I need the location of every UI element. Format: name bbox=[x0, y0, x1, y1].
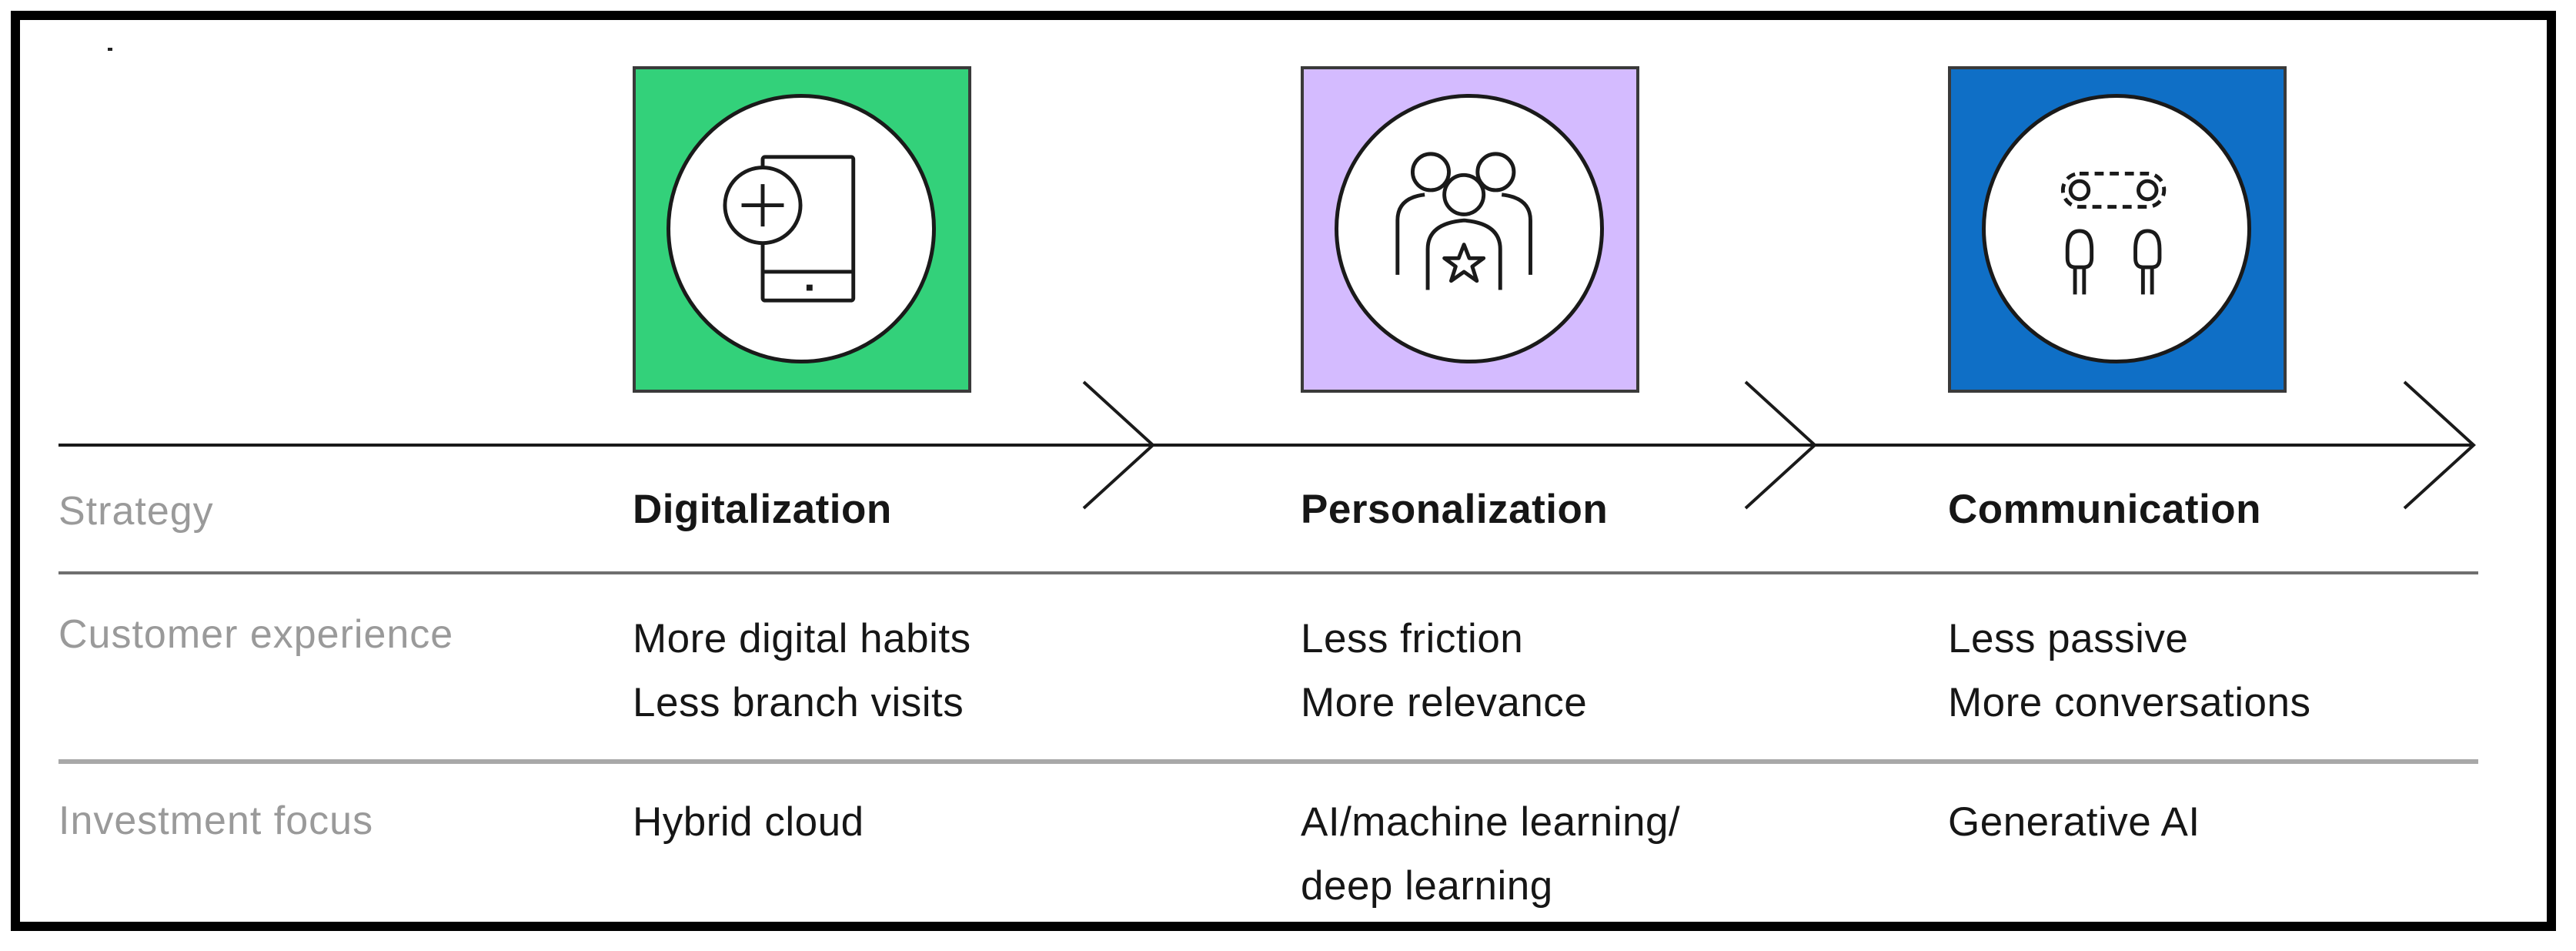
row-divider bbox=[58, 571, 2478, 574]
row-label-investment-focus: Investment focus bbox=[58, 799, 374, 843]
investment-line: Hybrid cloud bbox=[633, 799, 864, 845]
strategy-communication: Communication bbox=[1948, 487, 2261, 532]
digitalization-tile bbox=[633, 66, 971, 393]
tile-circle bbox=[1335, 94, 1604, 363]
row-label-strategy: Strategy bbox=[58, 489, 214, 534]
conversation-robots-icon bbox=[2060, 171, 2167, 295]
strategy-digitalization: Digitalization bbox=[633, 487, 892, 532]
stray-mark bbox=[108, 48, 112, 51]
investment-line: AI/machine learning/ bbox=[1301, 799, 1681, 845]
personalization-tile bbox=[1301, 66, 1639, 393]
row-divider bbox=[58, 759, 2478, 764]
tile-circle bbox=[667, 94, 936, 363]
experience-line: More digital habits bbox=[633, 616, 971, 661]
experience-line: Less passive bbox=[1948, 616, 2189, 661]
experience-line: More conversations bbox=[1948, 680, 2311, 725]
experience-line: Less friction bbox=[1301, 616, 1524, 661]
investment-line: deep learning bbox=[1301, 863, 1553, 909]
row-label-customer-experience: Customer experience bbox=[58, 612, 454, 657]
strategy-personalization: Personalization bbox=[1301, 487, 1609, 532]
communication-tile bbox=[1948, 66, 2287, 393]
experience-line: Less branch visits bbox=[633, 680, 964, 725]
mobile-add-icon bbox=[723, 155, 856, 303]
experience-line: More relevance bbox=[1301, 680, 1588, 725]
tile-circle bbox=[1982, 94, 2251, 363]
group-star-icon bbox=[1395, 152, 1532, 290]
investment-line: Generative AI bbox=[1948, 799, 2200, 845]
